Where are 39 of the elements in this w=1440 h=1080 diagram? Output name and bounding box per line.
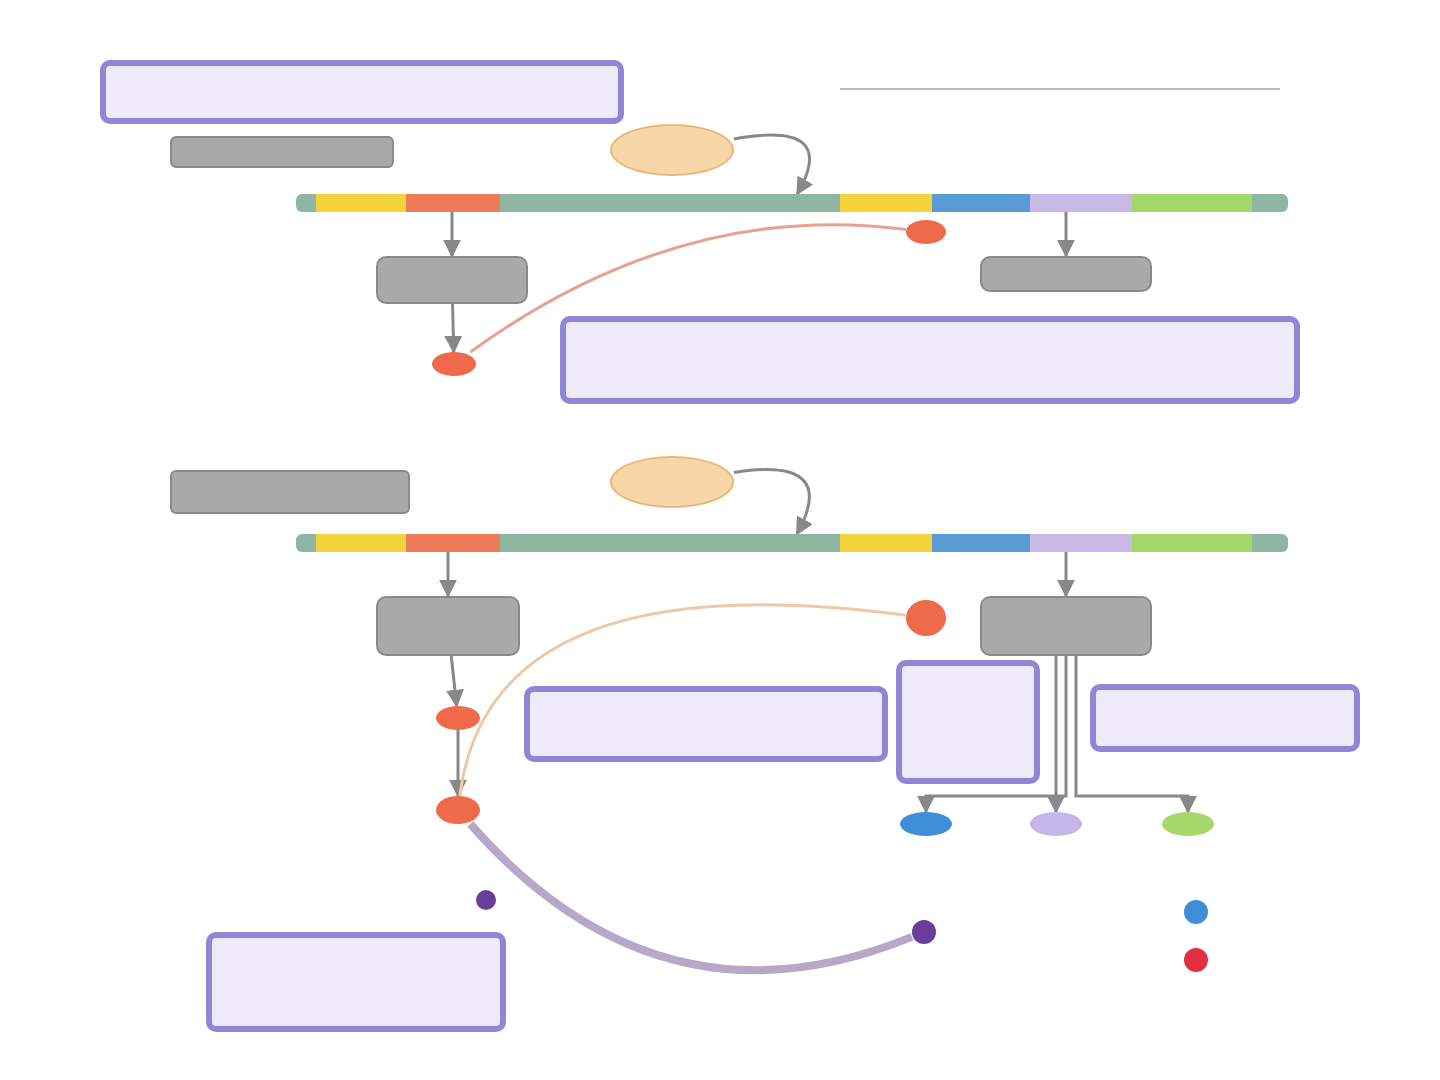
dna-strand <box>296 534 1288 552</box>
arrow <box>446 655 464 708</box>
molecule-dot <box>1184 948 1208 972</box>
gene-bar <box>170 136 394 168</box>
arrow <box>444 303 463 354</box>
repressor-symbol <box>906 600 946 636</box>
title-banner <box>100 60 624 124</box>
arrow <box>439 552 457 598</box>
note-box <box>560 316 1300 404</box>
process-box <box>376 256 528 304</box>
arrow <box>733 468 813 536</box>
note-box <box>524 686 888 762</box>
polymerase-oval <box>610 124 734 176</box>
dna-strand <box>296 194 1288 212</box>
arrow <box>443 212 461 258</box>
process-box <box>980 596 1152 656</box>
arrow <box>917 656 1068 814</box>
arrow <box>449 730 467 798</box>
protein-pill <box>1030 812 1082 836</box>
process-box <box>980 256 1152 292</box>
repressor-symbol <box>432 352 476 376</box>
arrow <box>1047 656 1065 814</box>
protein-pill <box>900 812 952 836</box>
arrow <box>1057 552 1075 598</box>
process-box <box>376 596 520 656</box>
molecule-dot <box>476 890 496 910</box>
gene-bar <box>170 470 410 514</box>
arrow <box>1057 212 1075 258</box>
molecule-dot <box>1184 900 1208 924</box>
repressor-symbol <box>436 796 480 824</box>
protein-pill <box>1162 812 1214 836</box>
repressor-symbol <box>906 220 946 244</box>
repressor-symbol <box>436 706 480 730</box>
note-box <box>206 932 506 1032</box>
arrow <box>1074 656 1197 814</box>
molecule-dot <box>912 920 936 944</box>
note-box <box>896 660 1040 784</box>
note-box <box>1090 684 1360 752</box>
arrow <box>733 133 813 196</box>
